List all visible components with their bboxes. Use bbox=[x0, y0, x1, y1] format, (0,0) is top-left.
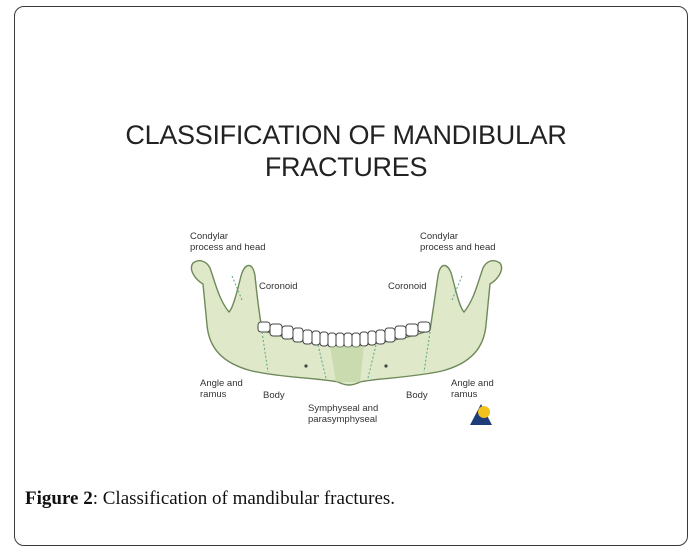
label-symphyseal: Symphyseal and parasymphyseal bbox=[308, 403, 381, 425]
symphysis-region bbox=[330, 346, 364, 382]
label-angle-right: Angle and ramus bbox=[451, 378, 496, 400]
caption-text: : Classification of mandibular fractures… bbox=[93, 488, 395, 509]
label-body-right: Body bbox=[406, 390, 428, 401]
label-condylar-left: Condylar process and head bbox=[190, 231, 266, 253]
mental-foramen-right bbox=[384, 364, 387, 367]
label-angle-left: Angle and ramus bbox=[200, 378, 245, 400]
label-condylar-right: Condylar process and head bbox=[420, 231, 496, 253]
publisher-logo bbox=[470, 404, 492, 425]
figure-caption: Figure 2: Classification of mandibular f… bbox=[25, 488, 395, 510]
label-coronoid-right: Coronoid bbox=[388, 281, 427, 292]
label-body-left: Body bbox=[263, 390, 285, 401]
label-coronoid-left: Coronoid bbox=[259, 281, 298, 292]
mental-foramen-left bbox=[304, 364, 307, 367]
figure-number: Figure 2 bbox=[25, 488, 93, 509]
